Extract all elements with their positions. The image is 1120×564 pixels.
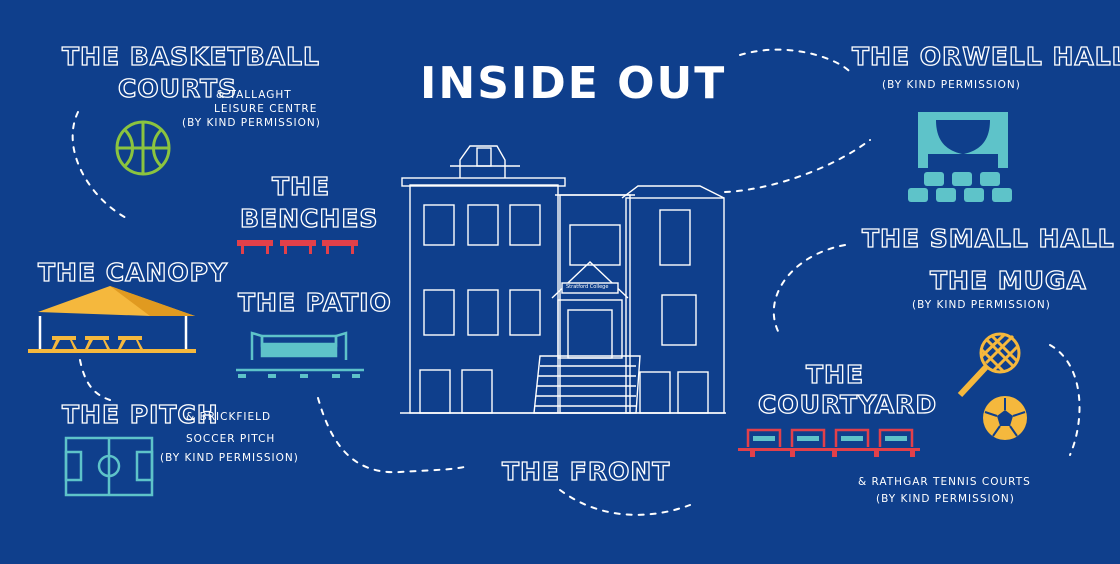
label-benches-line2: BENCHES: [239, 204, 379, 233]
note-pitch-line1: & BRICKFIELD: [186, 411, 272, 423]
note-orwell-hall: (BY KIND PERMISSION): [882, 79, 1021, 91]
canopy-icon: [28, 286, 196, 353]
path-orwell-building: [724, 139, 871, 193]
path-orwell: [739, 48, 851, 73]
label-basketball-line1: THE BASKETBALL: [61, 42, 320, 71]
path-patio-front: [317, 397, 469, 474]
pitch-icon: [64, 436, 154, 497]
courtyard-icon: [738, 428, 920, 457]
note-pitch-line2: SOCCER PITCH: [186, 433, 276, 445]
basketball-icon: [115, 120, 171, 176]
path-muga-rathgar: [1049, 344, 1081, 456]
label-canopy: THE CANOPY: [37, 258, 229, 287]
path-basketball: [71, 111, 131, 221]
note-rathgar-line1: & RATHGAR TENNIS COURTS: [858, 476, 1031, 488]
note-muga: (BY KIND PERMISSION): [912, 299, 1051, 311]
path-canopy-pitch: [79, 359, 111, 401]
note-basketball-line3: (BY KIND PERMISSION): [182, 117, 321, 129]
benches-icon: [237, 240, 358, 254]
label-patio: THE PATIO: [237, 288, 392, 317]
patio-icon: [236, 331, 364, 378]
page-title: INSIDE OUT: [420, 58, 727, 109]
label-courtyard-line1: THE: [805, 360, 865, 389]
theatre-icon: [908, 112, 1012, 202]
note-rathgar-line2: (BY KIND PERMISSION): [876, 493, 1015, 505]
label-courtyard-line2: COURTYARD: [757, 390, 938, 419]
note-pitch-line3: (BY KIND PERMISSION): [160, 452, 299, 464]
label-small-hall: THE SMALL HALL: [861, 224, 1115, 253]
label-basketball-line2: COURTS: [117, 74, 238, 103]
note-basketball-line1: & TALLAGHT: [216, 89, 292, 101]
school-sign: Stratford College: [566, 284, 609, 290]
label-orwell-hall: THE ORWELL HALL: [851, 42, 1120, 71]
note-basketball-line2: LEISURE CENTRE: [214, 103, 318, 115]
soccer-ball-icon: [983, 396, 1027, 440]
label-front: THE FRONT: [501, 457, 671, 486]
path-front-muga: [559, 489, 691, 516]
label-benches-line1: THE: [271, 172, 331, 201]
school-building-icon: [400, 145, 726, 414]
tennis-racket-icon: [957, 332, 1021, 398]
label-pitch: THE PITCH: [61, 400, 219, 429]
label-muga: THE MUGA: [929, 266, 1087, 295]
path-small-hall: [772, 244, 846, 336]
